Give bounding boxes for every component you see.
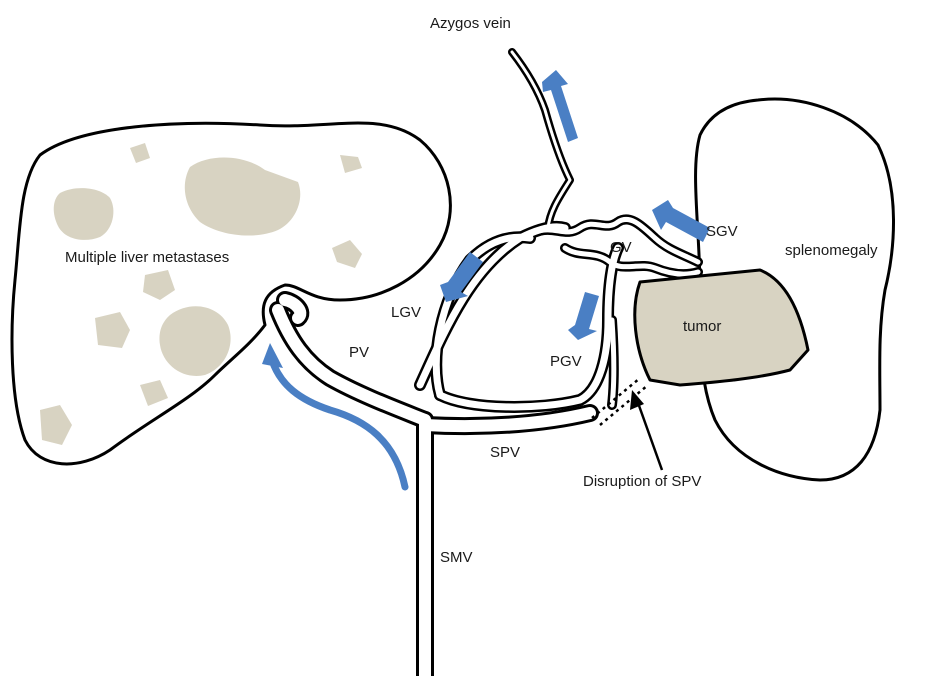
liver-lesion [54, 188, 114, 240]
smv-label: SMV [440, 549, 473, 566]
flow-arrow-pv-head [262, 343, 283, 368]
flow-arrow-pgv [568, 292, 599, 340]
azygos-vein-label: Azygos vein [430, 15, 511, 32]
disruption-of-spv-label: Disruption of SPV [583, 473, 701, 490]
sgv-label: SGV [706, 223, 738, 240]
liver-metastases-label: Multiple liver metastases [65, 249, 229, 266]
lgv-label: LGV [391, 304, 421, 321]
pgv-label: PGV [550, 353, 582, 370]
splenomegaly-label: splenomegaly [785, 242, 878, 259]
spv-label: SPV [490, 444, 520, 461]
gv-label: GV [610, 239, 632, 256]
tumor-label: tumor [683, 318, 721, 335]
disruption-pointer-arrow [630, 390, 662, 470]
pv-label: PV [349, 344, 369, 361]
tumor-mass [635, 270, 808, 385]
